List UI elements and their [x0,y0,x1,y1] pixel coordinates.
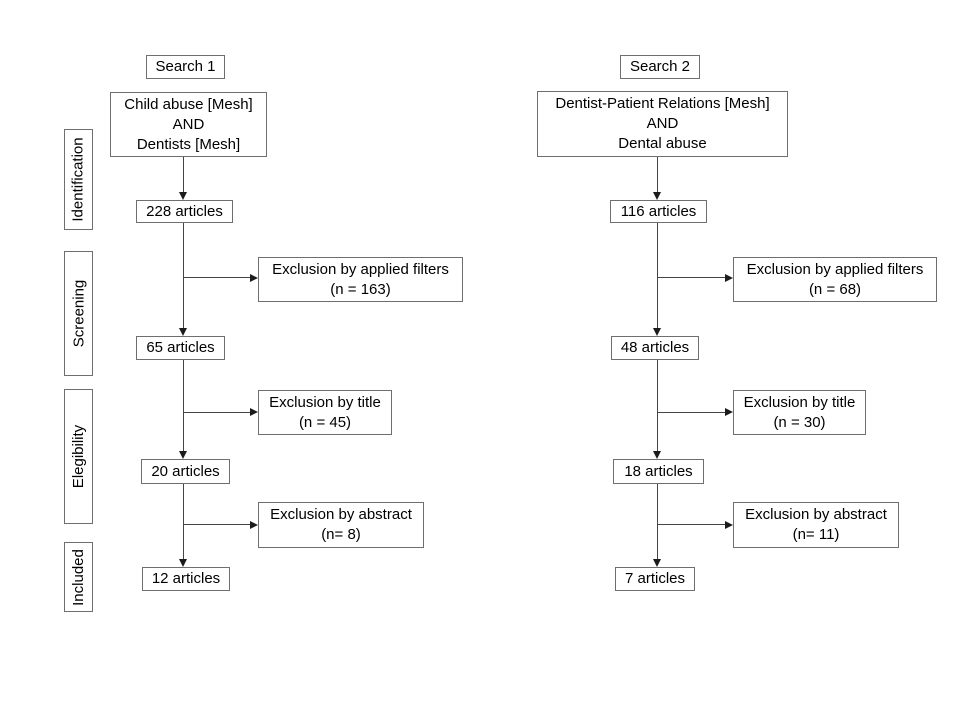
search1-exclusion-title-label: Exclusion by title [269,393,381,411]
search2-exclusion-title-label: Exclusion by title [743,393,856,411]
search1-arrowhead-down-3 [179,451,187,459]
search2-arrowhead-down-2 [653,328,661,336]
search2-count-included: 7 articles [615,567,695,591]
search2-arrowhead-right-abstract [725,521,733,529]
search2-arrowhead-right-filters [725,274,733,282]
search2-exclusion-abstract-label: Exclusion by abstract [745,506,887,523]
search1-connector-vertical-1 [183,157,184,192]
search2-arrowhead-down-4 [653,559,661,567]
stage-label-elegibility: Elegibility [70,424,87,489]
stage-label-screening: Screening [70,279,88,348]
stage-box-elegibility: Elegibility [64,389,93,524]
search2-arrowhead-down-1 [653,192,661,200]
search1-count-identified: 228 articles [136,200,233,223]
search2-count-eligible: 18 articles [613,459,704,484]
search2-connector-horizontal-filters [657,277,725,278]
search1-connector-vertical-3 [183,360,184,451]
search1-arrowhead-right-filters [250,274,258,282]
search2-exclusion-abstract-n: (n= 11) [792,526,840,543]
search1-count-eligible: 20 articles [141,459,230,484]
search2-connector-vertical-4 [657,484,658,559]
search1-title-box: Search 1 [146,55,225,79]
search1-query-line3: Dentists [Mesh] [136,135,241,153]
search2-arrowhead-right-title [725,408,733,416]
search1-exclusion-abstract-box: Exclusion by abstract (n= 8) [258,502,424,548]
search2-exclusion-filters-n: (n = 68) [808,280,862,298]
search1-query-box: Child abuse [Mesh] AND Dentists [Mesh] [110,92,267,157]
search2-count-identified: 116 articles [610,200,707,223]
search1-count-screened: 65 articles [136,336,225,360]
search1-connector-horizontal-abstract [183,524,250,525]
search1-exclusion-abstract-label: Exclusion by abstract [270,506,412,523]
search1-exclusion-title-n: (n = 45) [298,413,352,431]
search1-query-line2: AND [172,115,205,133]
search1-arrowhead-right-title [250,408,258,416]
search1-exclusion-abstract-n: (n= 8) [321,526,361,543]
search1-query-line1: Child abuse [Mesh] [124,95,253,113]
search1-arrowhead-right-abstract [250,521,258,529]
search1-arrowhead-down-2 [179,328,187,336]
search2-exclusion-filters-label: Exclusion by applied filters [746,260,924,278]
search1-arrowhead-down-1 [179,192,187,200]
search2-query-line2: AND [646,115,679,132]
search1-exclusion-title-box: Exclusion by title (n = 45) [258,390,392,435]
search1-connector-horizontal-filters [183,277,250,278]
search2-exclusion-title-box: Exclusion by title (n = 30) [733,390,866,435]
search1-arrowhead-down-4 [179,559,187,567]
search1-connector-horizontal-title [183,412,250,413]
search1-connector-vertical-4 [183,484,184,559]
stage-box-identification: Identification [64,129,93,230]
search2-exclusion-abstract-box: Exclusion by abstract (n= 11) [733,502,899,548]
search2-exclusion-filters-box: Exclusion by applied filters (n = 68) [733,257,937,302]
search2-connector-horizontal-abstract [657,524,725,525]
stage-label-identification: Identification [70,137,88,222]
search1-exclusion-filters-label: Exclusion by applied filters [272,260,449,278]
search2-connector-vertical-2 [657,223,658,328]
search1-count-included: 12 articles [142,567,230,591]
search2-exclusion-title-n: (n = 30) [773,413,826,431]
stage-box-included: Included [64,542,93,612]
search2-title-box: Search 2 [620,55,700,79]
search2-query-line3: Dental abuse [618,135,707,152]
search2-connector-vertical-3 [657,360,658,451]
search2-connector-vertical-1 [657,157,658,192]
stage-box-screening: Screening [64,251,93,376]
search2-query-line1: Dentist-Patient Relations [Mesh] [555,95,770,112]
search1-connector-vertical-2 [183,223,184,328]
search2-count-screened: 48 articles [611,336,699,360]
search1-exclusion-filters-n: (n = 163) [330,280,391,298]
search1-exclusion-filters-box: Exclusion by applied filters (n = 163) [258,257,463,302]
search2-query-box: Dentist-Patient Relations [Mesh] AND Den… [537,91,788,157]
search2-connector-horizontal-title [657,412,725,413]
search2-arrowhead-down-3 [653,451,661,459]
stage-label-included: Included [70,548,87,606]
